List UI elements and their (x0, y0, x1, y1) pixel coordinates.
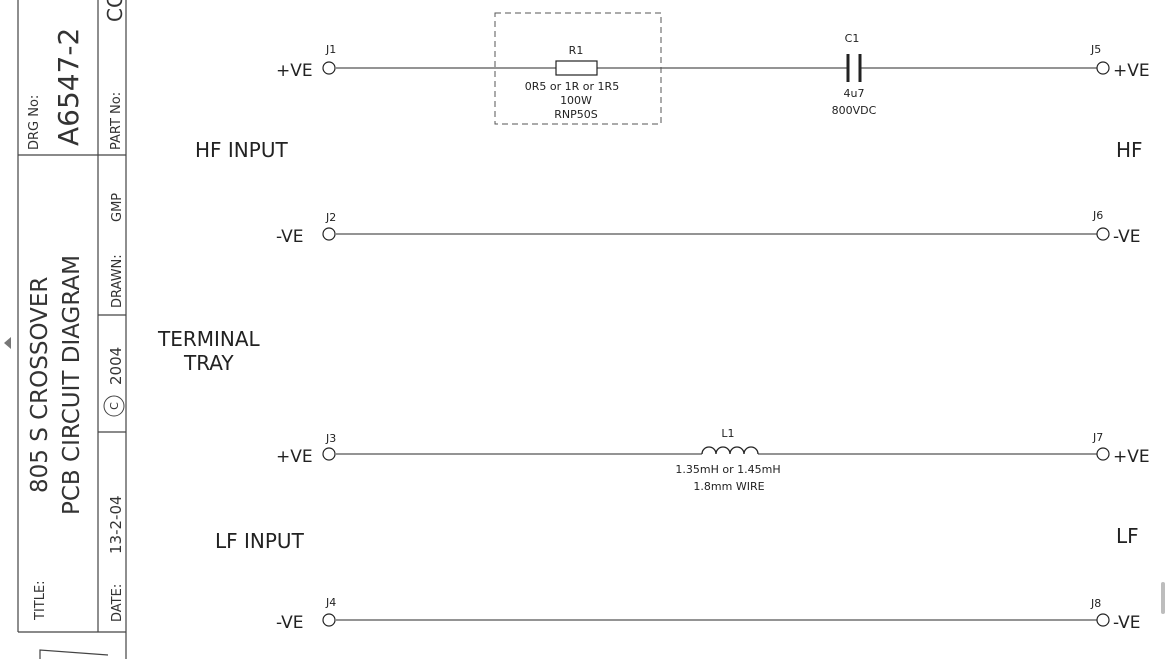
inductor-ref: L1 (721, 427, 734, 440)
terminal-polarity: +VE (276, 61, 313, 81)
date-label: DATE: (110, 584, 125, 622)
drg-label: DRG No: (27, 95, 42, 150)
terminal-circle[interactable] (1096, 61, 1110, 75)
terminal-polarity: -VE (1113, 227, 1141, 247)
capacitor-value: 4u7 (844, 87, 865, 100)
terminal-circle[interactable] (322, 447, 336, 461)
collapse-left-arrow-icon[interactable] (4, 337, 11, 349)
terminal-polarity: +VE (1113, 447, 1150, 467)
inductor-icon[interactable] (701, 446, 759, 455)
resistor-r1[interactable]: R1 0R5 or 1R or 1R5 100W RNP50S (494, 12, 662, 125)
resistor-power: 100W (560, 94, 592, 107)
terminal-ref: J4 (325, 596, 336, 609)
terminal-j1[interactable]: J1 +VE (276, 43, 336, 81)
capacitor-voltage: 800VDC (832, 104, 877, 117)
terminal-polarity: +VE (1113, 61, 1150, 81)
copyright-year: 2004 (107, 347, 125, 385)
title-label: TITLE: (33, 580, 48, 621)
terminal-polarity: -VE (276, 613, 304, 633)
terminal-ref: J3 (325, 432, 336, 445)
lf-output-label: LF (1116, 524, 1139, 548)
terminal-ref: J5 (1090, 43, 1101, 56)
inductor-l1[interactable]: L1 1.35mH or 1.45mH 1.8mm WIRE (675, 427, 780, 493)
terminal-circle[interactable] (1096, 227, 1110, 241)
terminal-ref: J1 (325, 43, 336, 56)
terminal-tray-label-1: TERMINAL (157, 327, 261, 351)
part-label: PART No: (109, 92, 124, 150)
terminal-polarity: -VE (276, 227, 304, 247)
terminal-ref: J2 (325, 211, 336, 224)
resistor-ref: R1 (569, 44, 584, 57)
terminal-tray-label-2: TRAY (183, 351, 234, 375)
hf-input-label: HF INPUT (195, 138, 288, 162)
terminal-circle[interactable] (1096, 447, 1110, 461)
terminal-circle[interactable] (322, 613, 336, 627)
capacitor-icon[interactable] (846, 54, 862, 82)
terminal-circle[interactable] (322, 61, 336, 75)
title-line-1: 805 S CROSSOVER (27, 277, 53, 493)
part-number: CO (103, 0, 127, 22)
terminal-polarity: +VE (276, 447, 313, 467)
terminal-j4[interactable]: J4 -VE (276, 596, 336, 633)
terminal-ref: J8 (1090, 597, 1101, 610)
terminal-ref: J6 (1092, 209, 1103, 222)
terminal-j8[interactable]: J8 -VE (1090, 597, 1141, 633)
inductor-value: 1.35mH or 1.45mH (675, 463, 780, 476)
drawn-label: DRAWN: (110, 254, 125, 308)
vertical-scrollbar[interactable] (1161, 582, 1165, 614)
resistor-type: RNP50S (554, 108, 598, 121)
terminal-j3[interactable]: J3 +VE (276, 432, 336, 467)
terminal-j5[interactable]: J5 +VE (1090, 43, 1150, 81)
resistor-icon[interactable] (555, 60, 598, 76)
terminal-j7[interactable]: J7 +VE (1092, 431, 1150, 467)
terminal-ref: J7 (1092, 431, 1103, 444)
terminal-j6[interactable]: J6 -VE (1092, 209, 1141, 247)
terminal-circle[interactable] (1096, 613, 1110, 627)
date-value: 13-2-04 (107, 495, 125, 554)
terminal-circle[interactable] (322, 227, 336, 241)
lf-input-label: LF INPUT (215, 529, 305, 553)
capacitor-ref: C1 (845, 32, 860, 45)
resistor-outline-box (494, 12, 662, 125)
inductor-wire: 1.8mm WIRE (693, 480, 764, 493)
resistor-value: 0R5 or 1R or 1R5 (525, 80, 619, 93)
title-block: DRG No: A6547-2 PART No: CO 805 S CROSSO… (17, 0, 127, 659)
terminal-polarity: -VE (1113, 613, 1141, 633)
copyright-symbol: C (108, 402, 121, 410)
terminal-j2[interactable]: J2 -VE (276, 211, 336, 247)
copyright-icon: C (103, 395, 125, 417)
hf-output-label: HF (1116, 138, 1143, 162)
capacitor-c1[interactable]: C1 4u7 800VDC (832, 32, 877, 117)
title-line-2: PCB CIRCUIT DIAGRAM (59, 255, 85, 515)
drawn-value: GMP (110, 193, 125, 222)
drg-number: A6547-2 (52, 28, 85, 146)
